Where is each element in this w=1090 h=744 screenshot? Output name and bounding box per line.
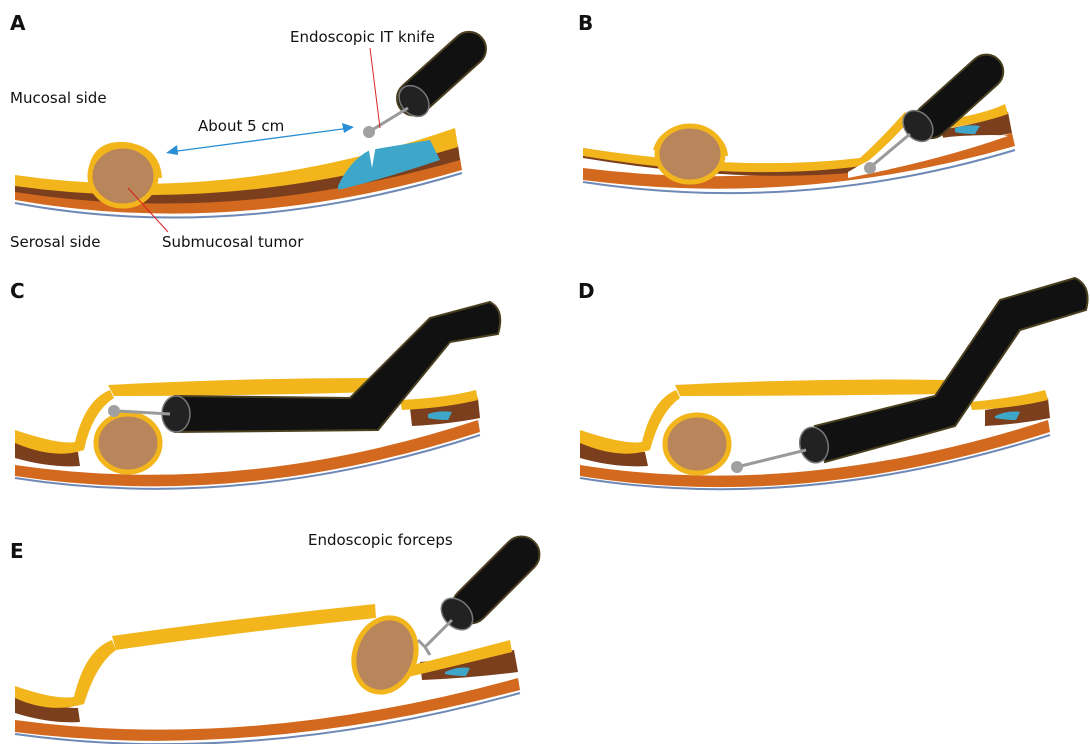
mucosal-flap [112, 604, 376, 650]
muscle-layer [15, 678, 520, 741]
tumor-body [96, 414, 160, 472]
tumor-body [657, 126, 723, 182]
it-knife-shaft [741, 450, 806, 466]
panel-a-letter: A [10, 11, 26, 35]
panel-c-letter: C [10, 279, 25, 303]
panel-e: E Endoscopic forceps [10, 529, 547, 744]
it-knife-ball [731, 461, 743, 473]
it-knife-ball [864, 162, 876, 174]
forceps-jaws [418, 620, 452, 655]
tumor-label: Submucosal tumor [162, 233, 304, 251]
endoscope-shaft [815, 278, 1088, 462]
knife-leader-line [370, 48, 380, 128]
endoscope-d [731, 278, 1088, 473]
forceps-label: Endoscopic forceps [308, 531, 453, 549]
panel-d: D [578, 278, 1088, 489]
mucosal-flap [675, 380, 946, 396]
tumor-e [344, 609, 426, 701]
it-knife-shaft [372, 108, 408, 130]
tumor-c [96, 414, 160, 472]
it-knife-ball [108, 405, 120, 417]
tumor-body [90, 146, 156, 206]
distance-label: About 5 cm [198, 117, 284, 135]
serosal-side-label: Serosal side [10, 233, 100, 251]
tumor-body [665, 415, 729, 473]
panel-b-letter: B [578, 11, 593, 35]
tumor-d [665, 415, 729, 473]
panel-c: C [10, 279, 500, 489]
tumor-body [344, 609, 426, 701]
panel-a: A Endoscopic IT knife Mucosal side About… [10, 11, 493, 251]
panel-e-letter: E [10, 539, 24, 563]
tumor-b [653, 126, 728, 182]
mucosa-layer-left [15, 640, 116, 708]
mucosa-layer [583, 112, 912, 172]
panel-d-letter: D [578, 279, 595, 303]
it-knife-ball [363, 126, 375, 138]
mucosal-flap [108, 378, 374, 396]
mucosal-side-label: Mucosal side [10, 89, 107, 107]
panel-b: B [578, 11, 1015, 193]
knife-label: Endoscopic IT knife [290, 28, 435, 46]
